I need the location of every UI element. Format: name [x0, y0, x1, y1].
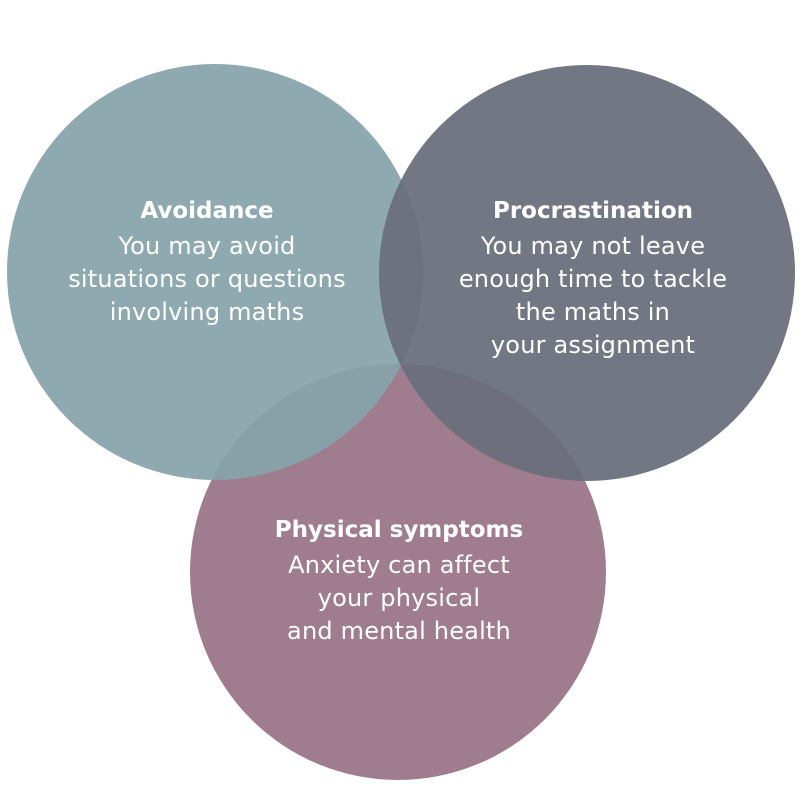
physical-symptoms-label: Physical symptoms Anxiety can affect you…: [219, 515, 579, 648]
circle-procrastination: [379, 65, 795, 481]
avoidance-line: You may avoid: [118, 232, 296, 260]
avoidance-title: Avoidance: [140, 198, 274, 224]
procrastination-line: enough time to tackle: [458, 265, 728, 293]
circle-physical-symptoms: [190, 364, 606, 780]
physical-symptoms-line: Anxiety can affect: [288, 551, 510, 579]
avoidance-line: involving maths: [109, 298, 305, 326]
procrastination-line: your assignment: [490, 331, 696, 359]
avoidance-line: situations or questions: [68, 265, 346, 293]
physical-symptoms-title: Physical symptoms: [274, 517, 524, 543]
circle-avoidance: [7, 64, 423, 480]
procrastination-title: Procrastination: [492, 198, 693, 224]
avoidance-label: Avoidance You may avoid situations or qu…: [27, 196, 387, 329]
procrastination-line: the maths in: [515, 298, 671, 326]
physical-symptoms-line: and mental health: [287, 617, 511, 645]
procrastination-line: You may not leave: [480, 232, 706, 260]
physical-symptoms-line: your physical: [317, 584, 481, 612]
procrastination-label: Procrastination You may not leave enough…: [413, 196, 773, 362]
